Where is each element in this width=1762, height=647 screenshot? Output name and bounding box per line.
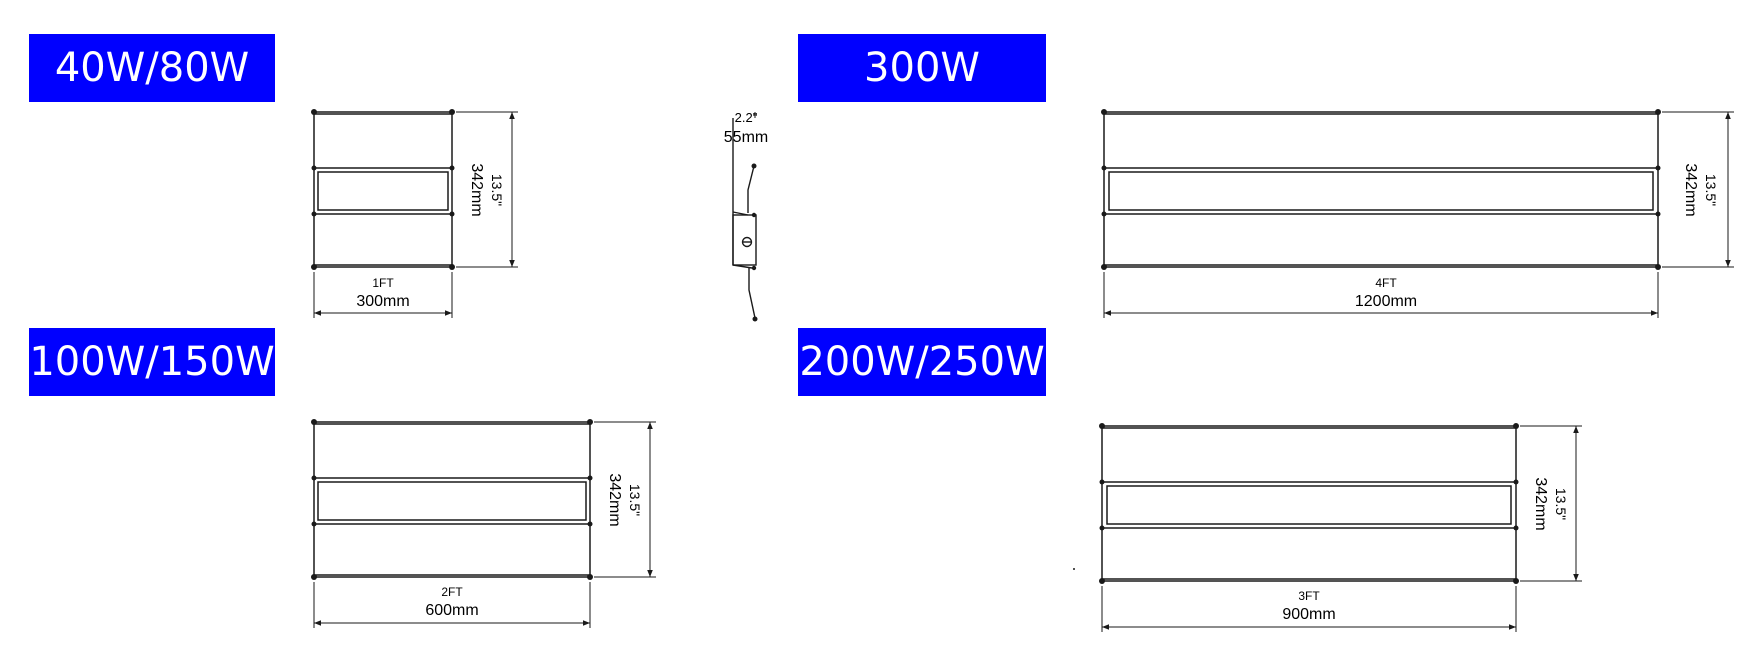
label-depth-mm: 55mm [724,129,768,146]
dimension-2ft-width [313,582,591,628]
label-3ft: 3FT [1298,589,1320,603]
label-1ft: 1FT [372,276,394,290]
dimension-2ft-height [594,421,656,578]
label-1ft-height-in: 13.5" [489,174,505,206]
label-4ft-height-mm: 342mm [1682,163,1699,216]
fixture-4ft-drawing [1101,109,1661,270]
label-2ft: 2FT [441,585,463,599]
badge-300w: 300W [798,34,1046,102]
fixture-3ft-drawing [1073,423,1519,584]
label-600mm: 600mm [425,602,478,619]
dimension-4ft-height [1662,111,1734,268]
fixture-1ft-drawing [311,109,455,270]
label-depth-in: 2.2" [735,110,758,125]
dimension-side-depth [732,112,756,148]
fixture-2ft-drawing [311,419,593,580]
label-4ft: 4FT [1375,276,1397,290]
badge-200w-250w: 200W/250W [798,328,1046,396]
label-2ft-height-mm: 342mm [606,473,623,526]
badge-100w-150w: 100W/150W [29,328,275,396]
side-profile-drawing [732,118,758,322]
label-4ft-height-in: 13.5" [1703,174,1719,206]
badge-40w-80w: 40W/80W [29,34,275,102]
label-3ft-height-in: 13.5" [1553,488,1569,520]
label-1200mm: 1200mm [1355,293,1417,310]
label-900mm: 900mm [1282,606,1335,623]
dimension-1ft-height [456,111,518,268]
dimension-3ft-height [1520,425,1582,582]
dimension-1ft-width [313,272,453,318]
dimension-4ft-width [1103,272,1659,318]
dimension-3ft-width [1101,586,1517,632]
label-2ft-height-in: 13.5" [627,484,643,516]
label-3ft-height-mm: 342mm [1532,477,1549,530]
label-300mm: 300mm [356,293,409,310]
label-1ft-height-mm: 342mm [468,163,485,216]
